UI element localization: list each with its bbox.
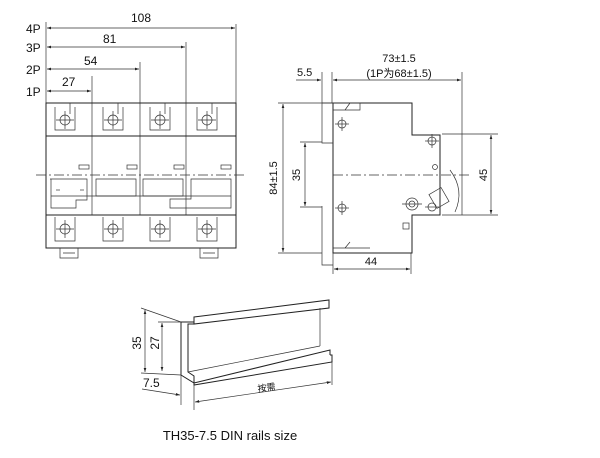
dim-depth-1p: (1P为68±1.5) (366, 67, 431, 80)
width-2p: 54 (84, 54, 98, 68)
rail-height: 35 (130, 336, 144, 350)
front-view: 4P 3P 2P 1P 108 81 54 27 (26, 11, 246, 259)
dim-rail-height: 35 (291, 169, 303, 181)
label-4p: 4P (26, 22, 41, 36)
label-1p: 1P (26, 85, 41, 99)
terminal-screws (54, 103, 218, 242)
rail-inner-height: 27 (148, 336, 162, 350)
rail-caption: TH35-7.5 DIN rails size (163, 428, 297, 443)
width-1p: 27 (62, 75, 76, 89)
width-3p: 81 (103, 32, 117, 46)
din-rail: 35 27 7.5 按需 TH35-7.5 DIN rails size (130, 299, 333, 443)
rail-length: 按需 (257, 381, 276, 394)
side-view: 5.5 73±1.5 (1P为68±1.5) 84±1.5 35 (268, 53, 498, 274)
label-3p: 3P (26, 41, 41, 55)
dim-face-depth: 44 (365, 256, 377, 268)
dim-height: 84±1.5 (268, 161, 280, 195)
label-2p: 2P (26, 63, 41, 77)
width-4p: 108 (131, 11, 151, 25)
rail-depth: 7.5 (143, 376, 160, 390)
dim-offset: 5.5 (297, 67, 312, 79)
dim-depth: 73±1.5 (382, 53, 416, 65)
dim-face-height: 45 (478, 169, 490, 181)
